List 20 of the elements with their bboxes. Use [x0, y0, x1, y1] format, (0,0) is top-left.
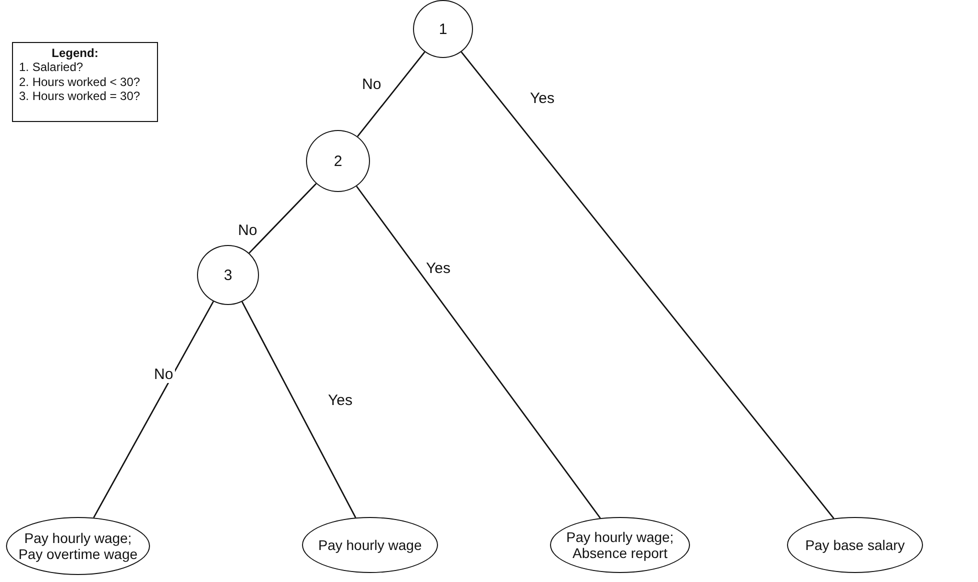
legend-item: 3. Hours worked = 30? — [19, 89, 140, 104]
connector-line — [356, 52, 426, 137]
edge-label: No — [152, 366, 176, 383]
question-number: 1 — [438, 20, 448, 38]
legend-heading: Legend: — [52, 46, 98, 60]
outcome-text: Pay base salary — [805, 536, 905, 554]
question-number: 2 — [334, 152, 342, 170]
connector-line — [356, 186, 601, 519]
connector-line — [241, 301, 356, 518]
legend-item: 2. Hours worked < 30? — [19, 74, 140, 90]
outcome-text: Pay hourly wage; Pay overtime wage — [17, 530, 139, 562]
decision-circle — [197, 245, 259, 305]
outcome-text: Pay hourly wage — [318, 536, 422, 554]
question-number: 3 — [224, 266, 232, 284]
connector-line — [93, 301, 214, 518]
legend-box — [12, 42, 158, 122]
connector-line — [248, 183, 317, 254]
legend-item: 1. Salaried? — [19, 60, 84, 75]
outcome-text: Pay hourly wage; Absence report — [565, 528, 675, 562]
connector-line — [460, 52, 834, 519]
